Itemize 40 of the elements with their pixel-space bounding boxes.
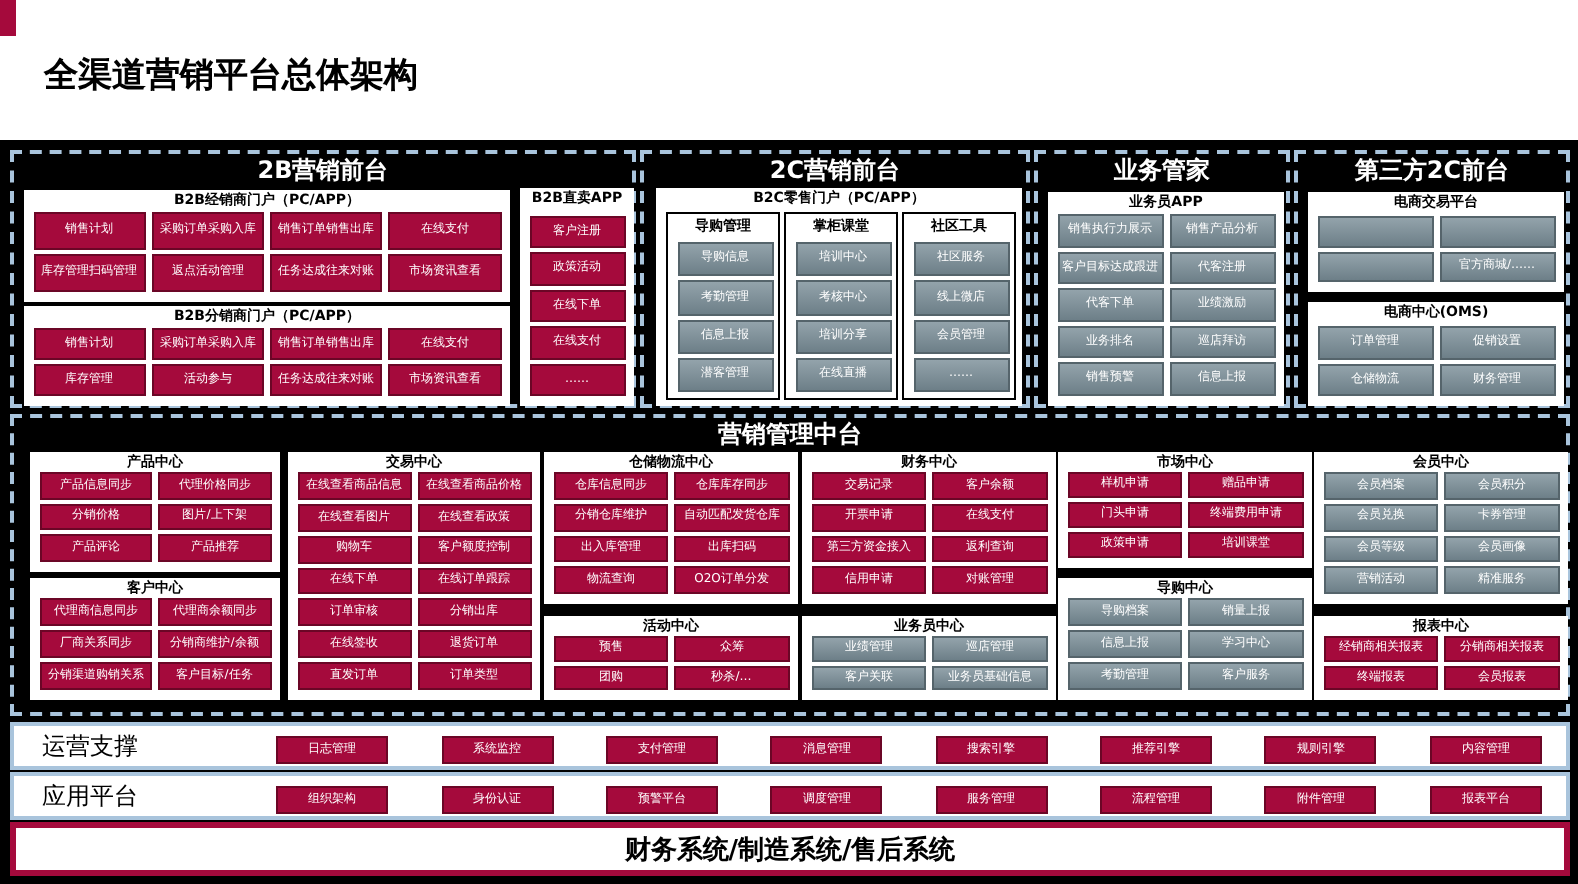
section-panel xyxy=(520,188,634,406)
module-box xyxy=(1317,251,1433,282)
module-box xyxy=(1439,216,1555,247)
layer-heading: 运营支撑 xyxy=(42,729,138,763)
section-panel xyxy=(24,190,510,302)
column-panel xyxy=(902,212,1016,400)
section-panel xyxy=(30,452,280,572)
column-panel xyxy=(784,212,898,400)
section-panel xyxy=(1308,302,1564,406)
panel-heading: 2B营销前台 xyxy=(255,156,391,186)
page-title: 全渠道营销平台总体架构 xyxy=(44,54,418,98)
section-panel xyxy=(544,452,798,604)
dashed-panel xyxy=(1034,150,1290,408)
section-panel xyxy=(1314,616,1568,700)
layer-band xyxy=(10,772,1570,820)
section-panel xyxy=(1308,192,1564,292)
module-box xyxy=(1317,216,1433,247)
base-band: 财务系统/制造系统/售后系统 xyxy=(10,822,1570,876)
dashed-panel xyxy=(1294,150,1570,408)
dashed-panel xyxy=(640,150,1030,408)
panel-heading: 业务管家 xyxy=(1112,156,1212,186)
panel-heading: 2C营销前台 xyxy=(767,156,903,186)
section-panel xyxy=(1058,452,1312,568)
layer-band xyxy=(10,722,1570,770)
panel-heading: 营销管理中台 xyxy=(716,420,864,450)
dashed-panel xyxy=(10,414,1570,716)
section-panel xyxy=(30,578,280,700)
dashed-panel xyxy=(10,150,636,408)
section-panel xyxy=(802,616,1056,700)
section-panel xyxy=(544,616,798,700)
section-panel xyxy=(1058,578,1312,700)
layer-heading: 应用平台 xyxy=(42,779,138,813)
column-panel xyxy=(666,212,780,400)
section-panel xyxy=(802,452,1056,604)
section-panel xyxy=(1048,192,1284,406)
section-panel xyxy=(288,452,540,700)
section-panel xyxy=(1314,452,1568,604)
section-panel xyxy=(24,306,510,406)
panel-heading: 第三方2C前台 xyxy=(1352,156,1512,186)
section-panel xyxy=(656,188,1022,406)
